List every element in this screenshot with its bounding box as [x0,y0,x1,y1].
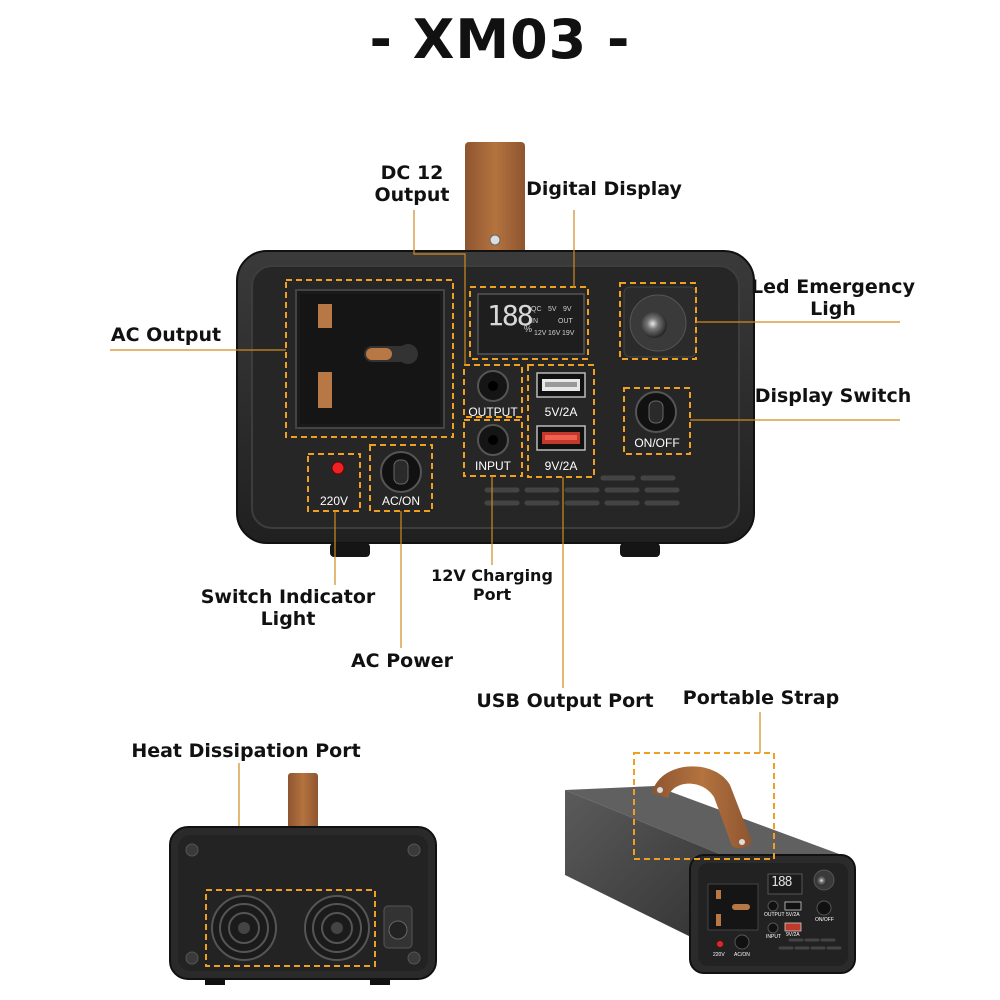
display-switch-button[interactable] [635,391,677,433]
switch-indicator-light [331,461,345,475]
lcd-qc: QC [531,306,542,313]
dc-input-port[interactable] [477,424,509,456]
lcd-display [477,293,585,355]
usb-9v-label: 9V/2A [544,459,578,473]
lcd-digits: 188 [487,299,534,332]
lcd-12v: 12V [534,330,547,337]
perspective-view [565,752,856,974]
rear-view [169,773,437,985]
callout-portable-strap: Portable Strap [682,687,840,709]
mini-usb1-label: 5V/2A [786,912,800,918]
ac-socket [295,289,445,429]
mini-usb2-label: 9V/2A [786,932,800,938]
lcd-in: IN [531,318,538,325]
callout-digital-display: Digital Display [526,178,682,200]
usb-port-5v[interactable] [536,372,586,398]
highlight-boxes [285,279,697,512]
acon-label: AC/ON [381,494,420,508]
callout-switch-indicator: Switch Indicator Light [200,586,376,630]
lcd-19v: 19V [562,330,575,337]
callout-dc12-output: DC 12 Output [374,162,450,206]
callout-heat-dissipation: Heat Dissipation Port [131,740,361,762]
emergency-light [623,286,697,358]
callout-display-switch: Display Switch [754,385,912,407]
callout-ac-output: AC Output [110,324,222,346]
lcd-5v: 5V [548,306,557,313]
mini-output-label: OUTPUT [764,912,785,918]
fan-left [211,895,277,961]
usb-5v-label: 5V/2A [544,405,578,419]
mini-input-label: INPUT [766,934,781,940]
mini-lcd-digits: 188 [771,875,793,890]
callout-ac-power: AC Power [350,650,454,672]
main-strap [465,142,525,257]
lcd-out: OUT [558,318,573,325]
onoff-label: ON/OFF [634,436,680,450]
mini-220v-label: 220V [713,952,725,958]
v220-label: 220V [319,494,349,508]
callout-usb-output: USB Output Port [476,690,654,712]
lcd-percent: % [524,324,533,334]
dc-output-port[interactable] [477,370,509,402]
input-port-label: INPUT [475,459,511,473]
lcd-16v: 16V [548,330,561,337]
output-port-label: OUTPUT [468,405,518,419]
ac-power-button[interactable] [380,451,422,493]
callout-led-emergency: Led Emergency Ligh [751,276,915,320]
mini-acon-label: AC/ON [734,952,750,958]
callout-charging-port: 12V Charging Port [431,566,553,604]
lcd-9v: 9V [563,306,572,313]
fan-right [304,895,370,961]
mini-onoff-label: ON/OFF [815,917,834,923]
page-title: - XM03 - [369,8,631,71]
usb-port-9v[interactable] [536,425,586,451]
